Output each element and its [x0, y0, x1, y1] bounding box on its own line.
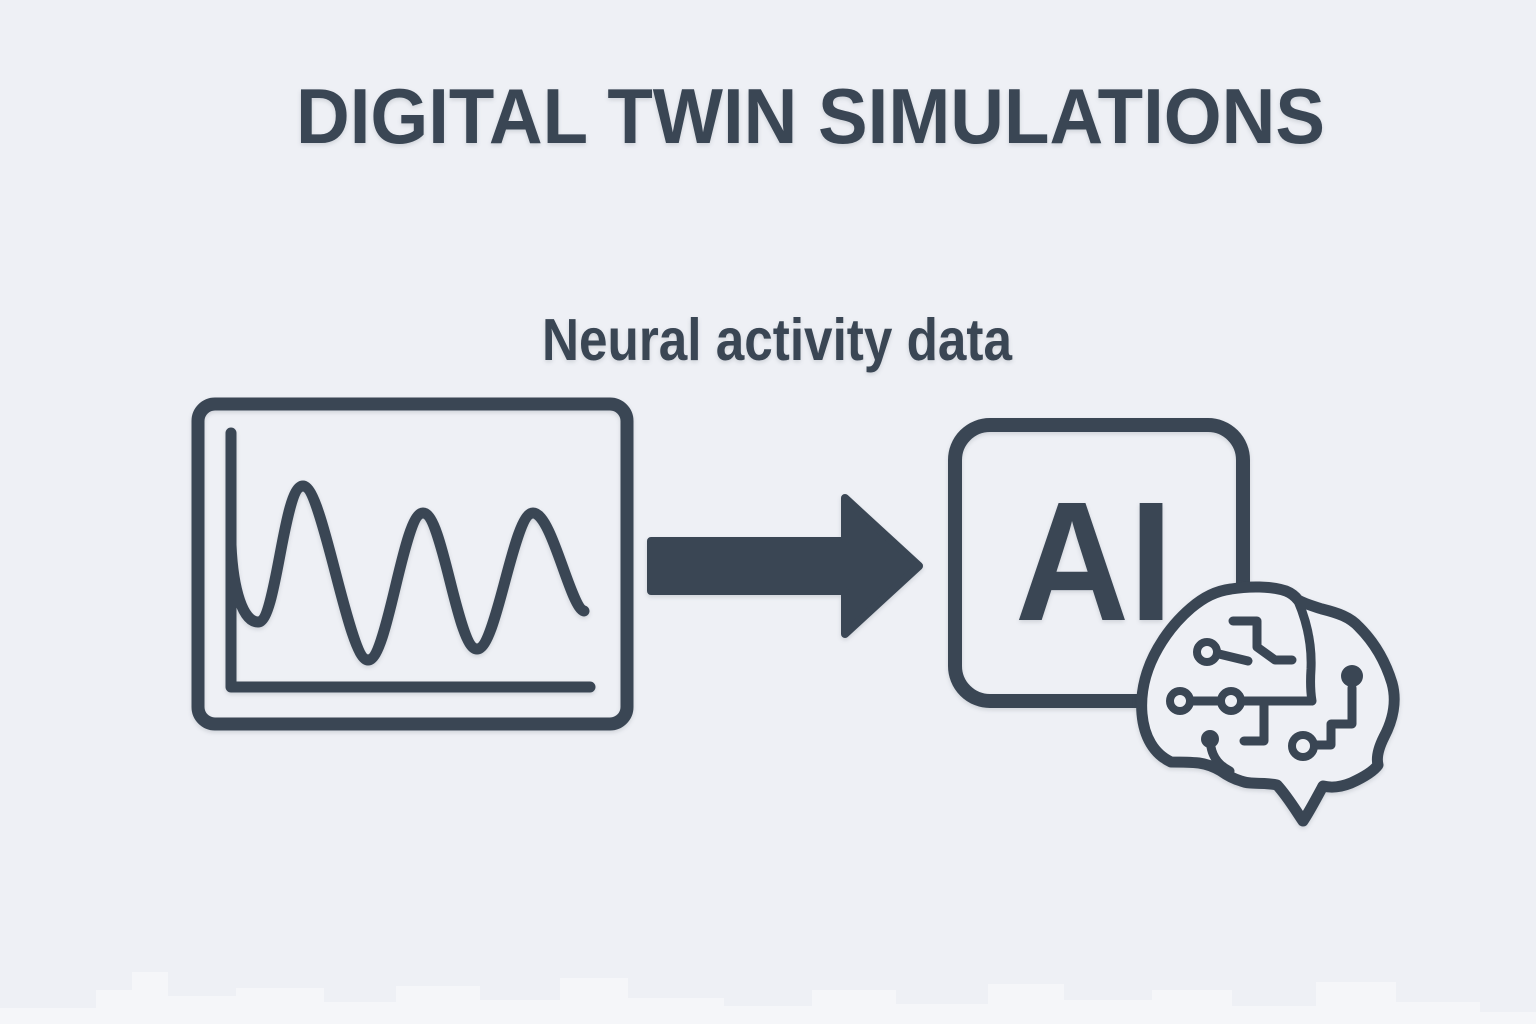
circuit-nodes — [1166, 638, 1363, 761]
circuit-connector — [1214, 649, 1253, 666]
waveform-line — [225, 480, 590, 666]
circuit-stem-trace — [1206, 742, 1235, 776]
circuit-pin-node — [1341, 665, 1363, 687]
chart-frame — [191, 397, 634, 731]
circuit-node — [1217, 687, 1245, 715]
waveform-chart-icon — [191, 397, 634, 731]
circuit-elbow-trace — [1228, 616, 1297, 665]
circuit-drop-trace — [1239, 696, 1269, 746]
ai-chip-icon: AI — [948, 418, 1250, 708]
neural-activity-label: Neural activity data — [542, 307, 1013, 373]
circuit-traces — [1186, 596, 1357, 776]
brain-circuit-icon — [1136, 581, 1400, 827]
skyline-silhouette — [0, 972, 1536, 1024]
ai-box-frame — [948, 418, 1250, 708]
circuit-stair-trace — [1309, 683, 1357, 750]
page-title: DIGITAL TWIN SIMULATIONS — [296, 72, 1325, 160]
circuit-node — [1166, 687, 1194, 715]
circuit-node — [1193, 638, 1221, 666]
chart-axes — [225, 427, 596, 693]
arrow-right-icon — [647, 494, 923, 638]
circuit-dot-node — [1201, 730, 1219, 748]
ai-label: AI — [1015, 467, 1173, 657]
arrow-shape — [647, 494, 923, 638]
skyline-decoration — [0, 972, 1536, 1024]
brain-fissure-line — [1293, 596, 1317, 706]
circuit-node — [1288, 731, 1318, 761]
